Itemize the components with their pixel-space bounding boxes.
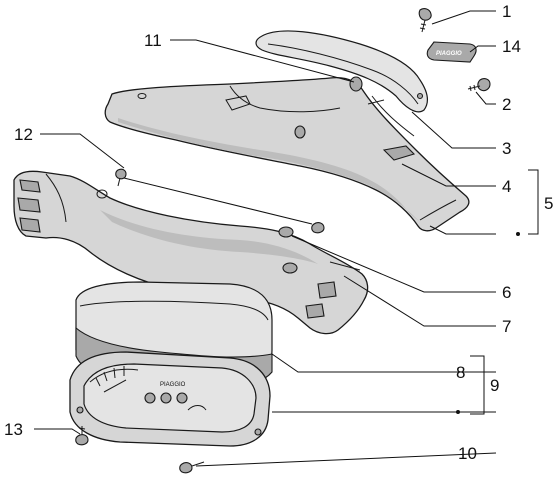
callout-2: 2 [502, 95, 511, 114]
callout-6: 6 [502, 283, 511, 302]
callout-14: 14 [502, 37, 521, 56]
callout-4: 4 [502, 177, 511, 196]
gauge-brand: PIAGGIO [160, 382, 186, 388]
part-1-screw [418, 8, 432, 33]
part-6-7-handlebar-cover [13, 170, 369, 335]
callout-9: 9 [490, 376, 499, 395]
callout-3: 3 [502, 139, 511, 158]
callout-labels: 1 2 3 4 5 6 7 8 9 10 11 12 13 14 [4, 2, 553, 463]
part-14-badge: PIAGGIO [426, 41, 477, 63]
callout-10: 10 [458, 444, 477, 463]
part-13-screw [75, 426, 89, 446]
callout-5: 5 [544, 194, 553, 213]
part-2-screw [467, 78, 491, 92]
part-10-screw [179, 461, 205, 474]
callout-11: 11 [144, 31, 162, 50]
part-4-rear-body-cover [104, 76, 470, 232]
callout-12: 12 [14, 125, 33, 144]
callout-8: 8 [456, 363, 465, 382]
callout-1: 1 [502, 2, 511, 21]
callout-13: 13 [4, 420, 23, 439]
part-screw-mid [311, 222, 325, 234]
leader-lines [34, 10, 539, 467]
part-3-rear-cover-plate [255, 30, 429, 113]
callout-7: 7 [502, 317, 511, 336]
part-9-instrument-housing: PIAGGIO [69, 351, 271, 447]
part-12-screw [115, 168, 127, 187]
badge-label: PIAGGIO [436, 51, 462, 57]
